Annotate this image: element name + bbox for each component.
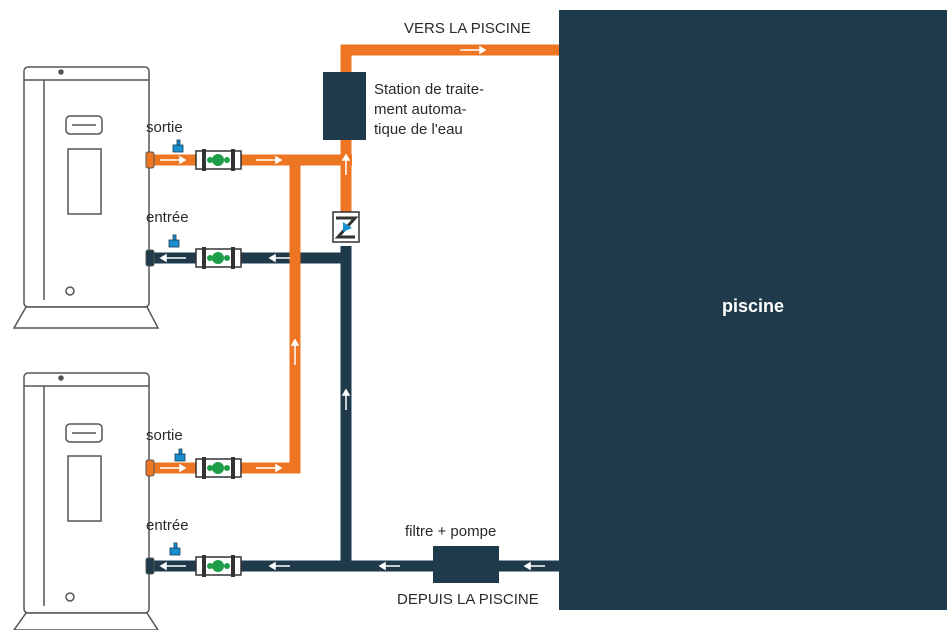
unit2-outlet-label: sortie: [146, 427, 183, 444]
bypass-valve-icon: [332, 211, 360, 243]
return-pipe: [150, 246, 559, 572]
sensor-icon: [168, 139, 186, 556]
pool-label: piscine: [721, 296, 785, 316]
unit2-inlet-label: entrée: [146, 517, 189, 534]
filter-label: filtre + pompe: [405, 523, 497, 540]
treatment-station: [323, 72, 366, 140]
unit1-outlet-label: sortie: [146, 119, 183, 136]
filter-pump: [433, 546, 499, 583]
from-pool-label: DEPUIS LA PISCINE: [397, 591, 539, 608]
pool-area: [559, 10, 947, 610]
to-pool-label: VERS LA PISCINE: [404, 20, 531, 37]
flow-arrow-icon: [159, 45, 545, 571]
station-label: Station de traite- ment automa- tique de…: [374, 81, 485, 138]
unit1-inlet-label: entrée: [146, 209, 189, 226]
valve-icon: [195, 149, 242, 577]
heat-pump-unit-icon: [12, 66, 160, 329]
inlet-connector: [145, 249, 155, 575]
heat-pump-unit-icon: [13, 372, 159, 630]
outlet-connector: [145, 151, 155, 477]
